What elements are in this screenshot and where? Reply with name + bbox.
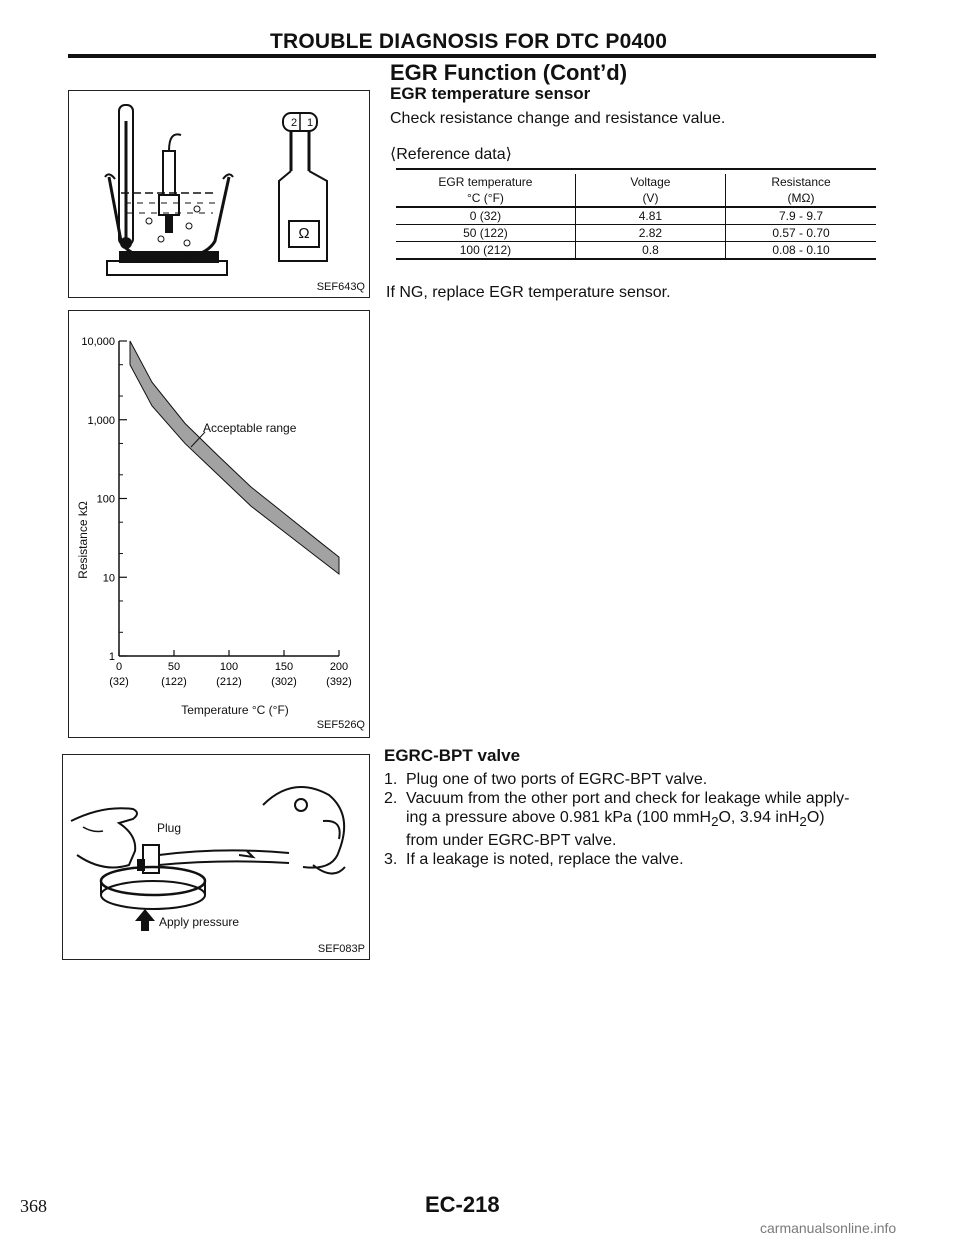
figure-code: SEF526Q bbox=[316, 719, 365, 731]
apply-pressure-label: Apply pressure bbox=[159, 915, 240, 929]
header-rule bbox=[68, 54, 876, 58]
x-tick-sublabel: (122) bbox=[161, 676, 187, 688]
list-item: 2. Vacuum from the other port and check f… bbox=[384, 789, 884, 850]
table-header-resistance-unit: (MΩ) bbox=[725, 190, 876, 207]
step-text: from under EGRC-BPT valve. bbox=[406, 832, 617, 850]
chart-xlabel: Temperature °C (°F) bbox=[181, 703, 289, 717]
figure-egrc-bpt-test: Plug Apply pressure SEF083P bbox=[62, 754, 370, 960]
table-cell: 50 (122) bbox=[463, 226, 508, 240]
y-tick-label: 100 bbox=[97, 494, 115, 506]
terminal-label-1: 1 bbox=[306, 117, 314, 129]
chart-ylabel: Resistance kΩ bbox=[76, 501, 90, 579]
table-header-temperature-unit: °C (°F) bbox=[466, 191, 504, 205]
resistance-chart: 1 10 100 1,000 10,000 0 (32) 50 (122) 100 (212) 150… bbox=[81, 336, 352, 688]
figure-code: SEF083P bbox=[317, 943, 365, 955]
x-tick-sublabel: (212) bbox=[216, 676, 242, 688]
x-tick-label: 100 bbox=[220, 661, 238, 673]
egrc-bpt-illustration bbox=[70, 786, 346, 931]
egrc-heading: EGRC-BPT valve bbox=[384, 746, 521, 765]
table-cell: 4.81 bbox=[574, 207, 726, 225]
replace-note: If NG, replace EGR temperature sensor. bbox=[386, 284, 671, 301]
reference-data-label: ⟨Reference data⟩ bbox=[390, 146, 512, 163]
egr-sensor-heading: EGR temperature sensor bbox=[390, 84, 591, 103]
y-tick-label: 10,000 bbox=[81, 336, 115, 348]
table-cell: 0 (32) bbox=[469, 209, 502, 223]
subscript: 2 bbox=[799, 814, 807, 830]
table-cell: 0.08 - 0.10 bbox=[725, 241, 876, 259]
y-tick-label: 1 bbox=[109, 651, 115, 663]
table-row: 0 (32) 4.81 7.9 - 9.7 bbox=[396, 207, 876, 225]
x-tick-sublabel: (392) bbox=[326, 676, 352, 688]
list-item: 1. Plug one of two ports of EGRC-BPT valv… bbox=[384, 770, 884, 789]
sensor-test-illustration bbox=[104, 104, 328, 276]
page-code: EC-218 bbox=[425, 1192, 500, 1217]
ohmmeter-symbol: Ω bbox=[298, 225, 310, 242]
table-row: 100 (212) 0.8 0.08 - 0.10 bbox=[396, 241, 876, 259]
step-text: Plug one of two ports of EGRC-BPT valve. bbox=[406, 771, 708, 788]
x-tick-label: 200 bbox=[330, 661, 348, 673]
table-cell: 7.9 - 9.7 bbox=[725, 207, 876, 225]
y-tick-label: 1,000 bbox=[87, 415, 115, 427]
egrc-steps: 1. Plug one of two ports of EGRC-BPT valv… bbox=[384, 770, 884, 869]
step-text: ing a pressure above 0.981 kPa (100 mmH bbox=[406, 809, 712, 826]
step-text: Vacuum from the other port and check for… bbox=[406, 790, 850, 807]
table-header-temperature: EGR temperature bbox=[438, 175, 533, 189]
table-cell: 2.82 bbox=[574, 224, 726, 242]
page-header-title: TROUBLE DIAGNOSIS FOR DTC P0400 bbox=[270, 30, 668, 53]
x-tick-label: 0 bbox=[116, 661, 122, 673]
plug-label: Plug bbox=[157, 821, 182, 835]
table-cell: 0.8 bbox=[574, 241, 726, 259]
terminal-label-2: 2 bbox=[290, 117, 298, 129]
annotation-leader bbox=[190, 431, 206, 448]
table-header-resistance: Resistance bbox=[725, 174, 876, 190]
reference-table: EGR temperature Voltage Resistance °C (°… bbox=[396, 168, 876, 282]
x-tick-sublabel: (32) bbox=[109, 676, 129, 688]
y-tick-label: 10 bbox=[103, 572, 115, 584]
list-item: 3. If a leakage is noted, replace the val… bbox=[384, 850, 884, 869]
x-tick-label: 150 bbox=[275, 661, 293, 673]
step-text: If a leakage is noted, replace the valve… bbox=[406, 851, 684, 869]
table-cell: 0.57 - 0.70 bbox=[725, 224, 876, 242]
table-header-voltage: Voltage bbox=[574, 174, 726, 190]
egr-sensor-intro: Check resistance change and resistance v… bbox=[390, 110, 726, 127]
chart-annotation: Acceptable range bbox=[203, 421, 297, 435]
table-row: 50 (122) 2.82 0.57 - 0.70 bbox=[396, 224, 876, 242]
step-text: O) bbox=[806, 809, 825, 826]
section-title: EGR Function (Cont’d) bbox=[390, 60, 628, 85]
step-number: 3. bbox=[384, 851, 398, 869]
x-tick-label: 50 bbox=[168, 661, 180, 673]
table-header-voltage-unit: (V) bbox=[574, 190, 726, 207]
watermark: carmanualsonline.info bbox=[760, 1220, 897, 1236]
table-cell: 100 (212) bbox=[459, 243, 512, 257]
figure-temperature-sensor-test: 2 1 Ω SEF643Q bbox=[68, 90, 370, 298]
page-number: 368 bbox=[20, 1196, 47, 1216]
x-tick-sublabel: (302) bbox=[271, 676, 297, 688]
figure-code: SEF643Q bbox=[316, 281, 365, 293]
subscript: 2 bbox=[711, 814, 719, 830]
figure-resistance-chart: 1 10 100 1,000 10,000 0 (32) 50 (122) 100 (212) 150… bbox=[68, 310, 370, 738]
step-number: 2. bbox=[384, 790, 398, 807]
step-text: O, 3.94 inH bbox=[718, 809, 800, 826]
acceptable-range-band bbox=[129, 340, 340, 576]
step-number: 1. bbox=[384, 771, 398, 788]
